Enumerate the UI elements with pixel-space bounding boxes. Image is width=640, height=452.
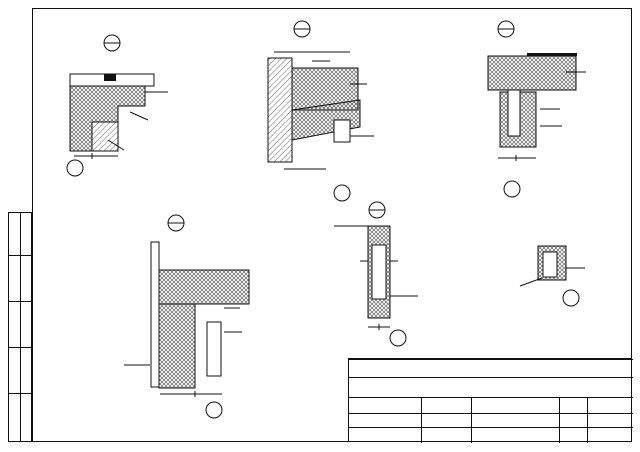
left-stamp-divider [9, 347, 33, 348]
tb-rule [349, 413, 633, 414]
detail-profile [104, 74, 116, 81]
detail-bottom-circle [66, 159, 84, 177]
left-stamp-divider [9, 255, 33, 256]
detail-bottom-circle [389, 329, 407, 347]
detail-bottom-circle [562, 289, 580, 307]
detail-bottom-circle [205, 401, 223, 419]
left-stamp-divider [9, 301, 33, 302]
detail-wall-block [267, 57, 293, 163]
detail-roof-profile [150, 241, 160, 388]
detail-steel-member [206, 321, 222, 377]
title-block [348, 358, 633, 443]
detail-1 [66, 34, 168, 177]
tb-rule [421, 397, 422, 443]
detail-5 [334, 201, 418, 347]
detail-steel-member [333, 119, 351, 143]
left-stamp [8, 212, 33, 442]
detail-leader [129, 111, 149, 121]
detail-4 [124, 214, 250, 419]
tb-rule [349, 359, 633, 360]
tb-rule [349, 377, 633, 378]
detail-wall-panel [158, 303, 196, 389]
detail-3 [487, 20, 586, 198]
detail-roof-cap [527, 53, 577, 56]
left-stamp-col [9, 213, 21, 441]
detail-leader [107, 139, 125, 151]
detail-roof-panel [487, 55, 577, 91]
detail-steel-member [507, 89, 521, 137]
tb-rule [349, 427, 633, 428]
detail-wall [91, 121, 119, 152]
detail-roof-panel [158, 269, 250, 305]
tb-rule [559, 397, 560, 443]
tb-rule [471, 397, 472, 443]
detail-bottom-circle [333, 184, 351, 202]
detail-leader [519, 277, 543, 287]
detail-bottom-circle [503, 180, 521, 198]
drawing-frame [32, 8, 632, 442]
detail-2 [267, 20, 374, 202]
left-stamp-divider [9, 393, 33, 394]
detail-inner-block [542, 251, 558, 278]
detail-window-block [371, 244, 387, 300]
tb-rule [349, 397, 633, 398]
tb-rule [587, 397, 588, 443]
detail-6 [519, 245, 585, 307]
